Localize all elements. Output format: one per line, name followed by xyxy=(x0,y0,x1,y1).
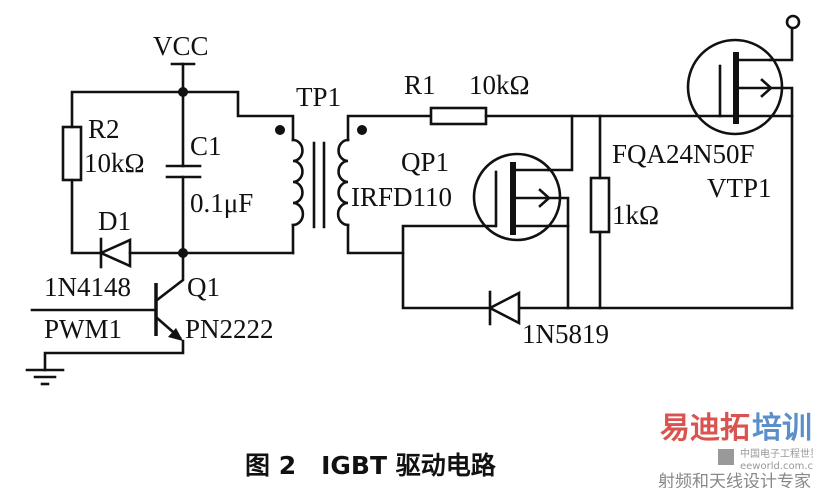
primary-wiring xyxy=(70,87,295,258)
label-vtp1: VTP1 xyxy=(707,173,772,203)
transistor-q1 xyxy=(30,251,185,372)
label-d1: D1 xyxy=(98,206,131,236)
eeworld-logo-icon xyxy=(718,449,734,465)
label-q1-part: PN2222 xyxy=(185,314,274,344)
resistor-1k xyxy=(589,176,611,234)
label-d1-part: 1N4148 xyxy=(44,272,131,302)
watermark-brand-red: 易迪拓 xyxy=(660,411,750,446)
label-tp1: TP1 xyxy=(296,82,341,112)
label-r1: R1 xyxy=(404,70,436,100)
label-vcc: VCC xyxy=(153,31,209,61)
mosfet-qp1 xyxy=(472,152,562,242)
secondary-wiring xyxy=(346,27,794,310)
diode-1n5819 xyxy=(487,290,521,326)
watermark-logo: 易迪拓 培训 中国电子工程世界 eeworld.com.cn 射频和天线设计专家 xyxy=(658,411,813,488)
label-r2: R2 xyxy=(88,114,120,144)
watermark-site-cn: 中国电子工程世界 xyxy=(740,447,813,460)
resistor-r2 xyxy=(61,125,83,182)
resistor-r1 xyxy=(429,106,488,126)
label-q1: Q1 xyxy=(187,272,220,302)
watermark-brand-blue: 培训 xyxy=(752,411,812,446)
output-terminal xyxy=(785,14,801,30)
label-qp1: QP1 xyxy=(401,147,449,177)
label-vtp1-part: FQA24N50F xyxy=(612,139,755,169)
ground-symbol xyxy=(25,368,65,386)
label-r2-value: 10kΩ xyxy=(84,148,145,178)
junction-dot xyxy=(178,87,188,97)
watermark-tagline: 射频和天线设计专家 xyxy=(658,472,811,488)
label-c1-value: 0.1μF xyxy=(190,188,253,218)
label-1k: 1kΩ xyxy=(612,200,659,230)
capacitor-c1 xyxy=(165,164,202,179)
label-qp1-part: IRFD110 xyxy=(351,182,452,212)
mosfet-vtp1 xyxy=(686,14,801,136)
label-c1: C1 xyxy=(190,131,222,161)
label-1n5819: 1N5819 xyxy=(522,319,609,349)
polarity-dot xyxy=(275,125,285,135)
transformer-tp1 xyxy=(275,125,367,229)
polarity-dot xyxy=(357,125,367,135)
diode-d1 xyxy=(97,237,132,269)
label-pwm1: PWM1 xyxy=(44,314,122,344)
label-r1-value: 10kΩ xyxy=(469,70,530,100)
figure-caption: 图 2 IGBT 驱动电路 xyxy=(245,451,497,480)
watermark-site: eeworld.com.cn xyxy=(740,461,813,472)
